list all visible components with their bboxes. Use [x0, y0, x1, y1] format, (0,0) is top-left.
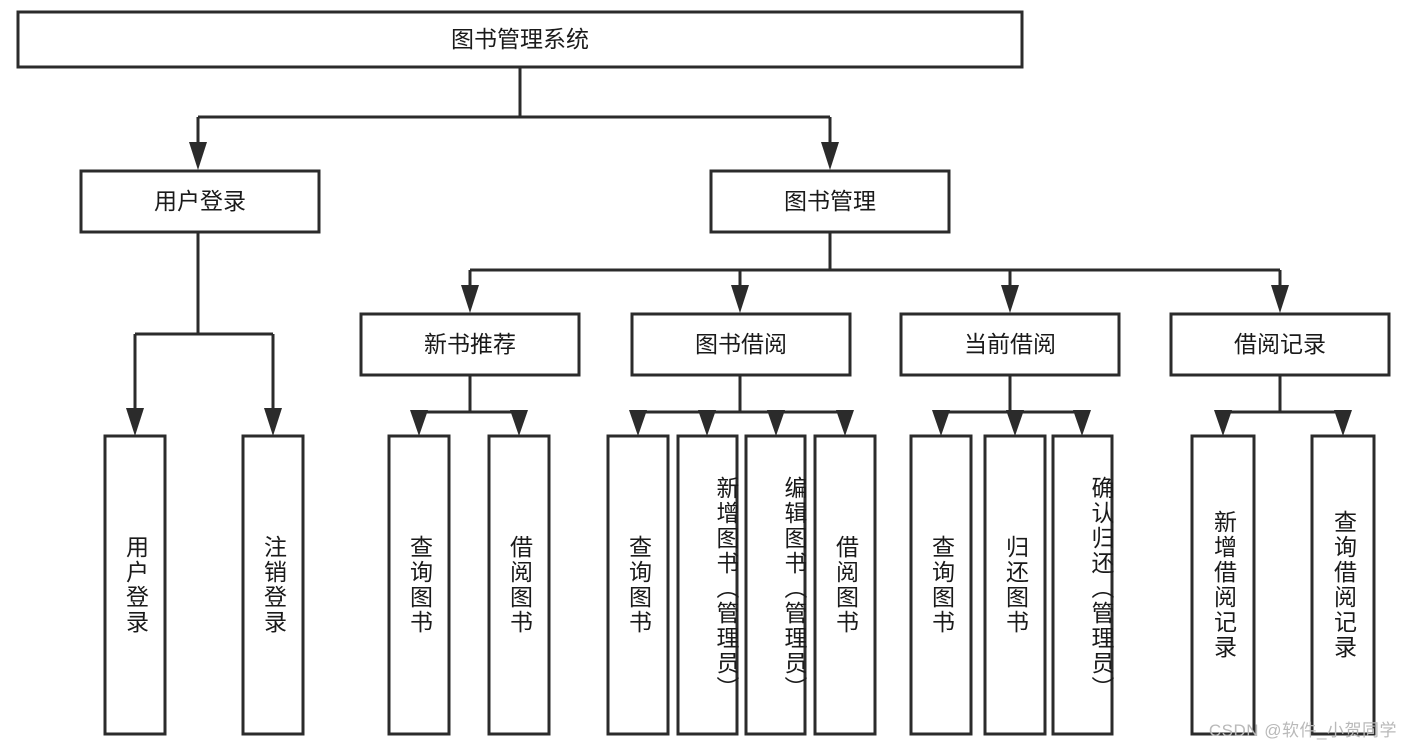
node-box-leaf-user-logout[interactable]: [241, 434, 305, 736]
arrowhead-currentborrow: [1001, 285, 1019, 313]
arrowhead-bookborrow: [731, 285, 749, 313]
connector-group-currentborrow: [932, 375, 1091, 436]
node-label-new-book-rec: 新书推荐: [424, 331, 516, 357]
arrowhead-leaf-edit-book: [767, 410, 785, 436]
node-box-borrow-record[interactable]: [1169, 312, 1391, 377]
node-box-leaf-add-record[interactable]: [1190, 434, 1256, 736]
connector-group-bookmanage: [461, 232, 1289, 313]
connector-group-newbookrec: [410, 375, 528, 436]
arrowhead-leaf-add-book: [698, 410, 716, 436]
node-box-book-borrow[interactable]: [630, 312, 852, 377]
node-label-user-login: 用户登录: [154, 188, 246, 214]
arrowhead-leaf-query-record: [1334, 410, 1352, 436]
node-label-current-borrow: 当前借阅: [964, 331, 1056, 357]
arrowhead-newbook: [461, 285, 479, 313]
arrowhead-leaf-confirm-return: [1073, 410, 1091, 436]
arrowhead-leaf-borrow-book-2: [836, 410, 854, 436]
node-box-leaf-borrow-book-2[interactable]: [813, 434, 877, 736]
node-box-leaf-query-book-3[interactable]: [909, 434, 973, 736]
node-box-leaf-query-record[interactable]: [1310, 434, 1376, 736]
node-label-borrow-record: 借阅记录: [1234, 331, 1326, 357]
arrowhead-leaf-borrow-book-1: [510, 410, 528, 436]
arrowhead-leaf-query-book-3: [932, 410, 950, 436]
node-box-leaf-user-login[interactable]: [103, 434, 167, 736]
node-box-user-login[interactable]: [79, 169, 321, 234]
node-box-book-manage[interactable]: [709, 169, 951, 234]
arrowhead-leaf-query-book-2: [629, 410, 647, 436]
node-label-root: 图书管理系统: [451, 26, 589, 52]
arrowhead-leaf-user-login: [126, 408, 144, 436]
arrowhead-userlogin: [189, 142, 207, 170]
node-box-leaf-query-book-2[interactable]: [606, 434, 670, 736]
node-label-book-manage: 图书管理: [784, 188, 876, 214]
arrowhead-bookmanage: [821, 142, 839, 170]
node-box-leaf-borrow-book-1[interactable]: [487, 434, 551, 736]
watermark-text: CSDN @软件_小贺同学: [1208, 721, 1397, 740]
arrowhead-leaf-user-logout: [264, 408, 282, 436]
node-box-new-book-rec[interactable]: [359, 312, 581, 377]
arrowhead-leaf-add-record: [1214, 410, 1232, 436]
node-label-book-borrow: 图书借阅: [695, 331, 787, 357]
node-box-leaf-add-book[interactable]: [676, 434, 739, 736]
connector-group-userlogin: [126, 232, 282, 436]
node-box-current-borrow[interactable]: [899, 312, 1121, 377]
node-box-leaf-confirm-return[interactable]: [1051, 434, 1114, 736]
connector-group-borrowrecord: [1214, 375, 1352, 436]
arrowhead-leaf-return-book: [1006, 410, 1024, 436]
node-box-leaf-query-book-1[interactable]: [387, 434, 451, 736]
node-box-root[interactable]: [16, 10, 1024, 69]
connector-group-bookborrow: [629, 375, 854, 436]
node-box-leaf-return-book[interactable]: [983, 434, 1047, 736]
arrowhead-borrowrecord: [1271, 285, 1289, 313]
node-box-leaf-edit-book[interactable]: [744, 434, 807, 736]
connector-group-root: [189, 67, 839, 170]
arrowhead-leaf-query-book-1: [410, 410, 428, 436]
